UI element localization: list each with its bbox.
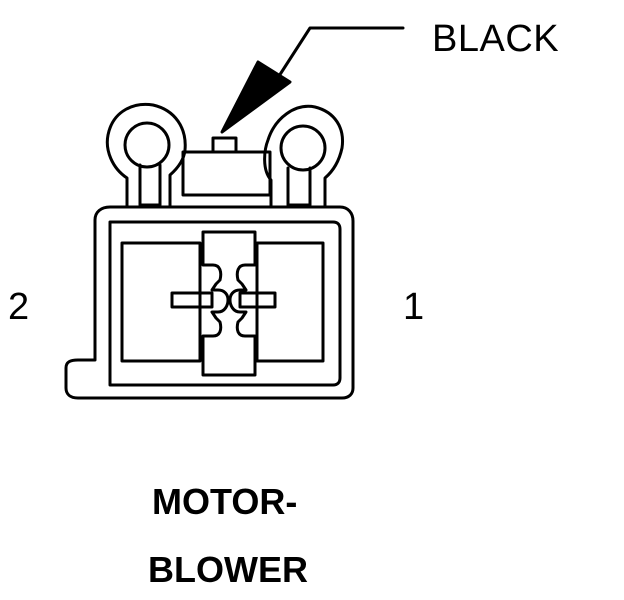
leader-line — [268, 26, 405, 92]
right-ear-slot — [286, 166, 312, 207]
arrowhead — [220, 60, 292, 134]
inner-cavity — [108, 220, 342, 387]
center-separator — [201, 230, 257, 377]
locking-tab — [211, 136, 238, 154]
left-ear-slot — [138, 163, 162, 207]
connector-title-line-2: BLOWER — [148, 549, 308, 590]
terminal-blade-2 — [170, 291, 214, 309]
right-mounting-ear — [263, 104, 345, 209]
connector-body — [64, 205, 355, 400]
pin-1-label: 1 — [403, 286, 425, 328]
left-mounting-ear — [105, 102, 187, 209]
pin-2-label: 2 — [8, 286, 30, 328]
terminal-blade-1 — [238, 291, 277, 309]
connector-top-step — [181, 150, 272, 197]
connector-title-line-1: MOTOR- — [152, 481, 298, 522]
terminal-cavity-1 — [255, 241, 325, 363]
right-ear-hole — [279, 124, 327, 172]
left-ear-hole — [123, 121, 171, 169]
wire-color-label: BLACK — [432, 18, 560, 60]
terminal-cavity-2 — [120, 241, 202, 363]
